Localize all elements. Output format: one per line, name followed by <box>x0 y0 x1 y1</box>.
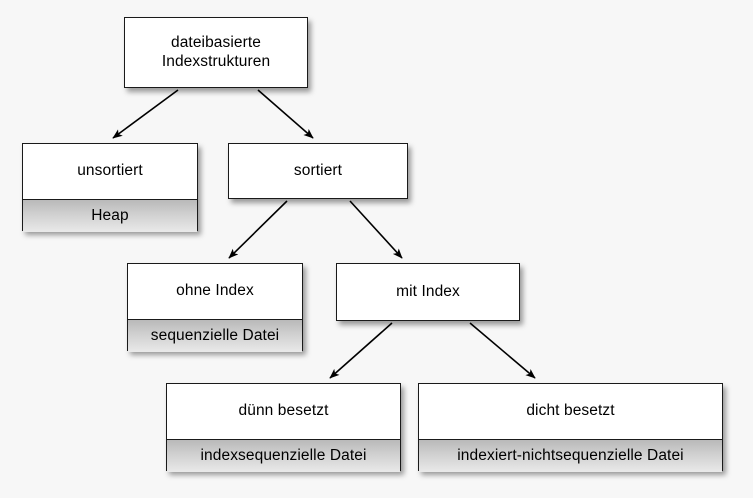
node-title: dicht besetzt <box>419 384 722 439</box>
node-title: sortiert <box>229 144 407 198</box>
node-duenn-besetzt[interactable]: dünn besetzt indexsequenzielle Datei <box>166 383 401 472</box>
node-title: ohne Index <box>128 264 302 319</box>
edge-mit-index-to-dicht <box>469 322 536 379</box>
edge-root-to-sortiert <box>257 89 314 139</box>
node-sortiert[interactable]: sortiert <box>228 143 408 199</box>
node-mit-index[interactable]: mit Index <box>336 263 520 321</box>
node-subtitle: indexiert-nichtsequenzielle Datei <box>419 439 722 472</box>
edge-sortiert-to-ohne-index <box>228 200 288 259</box>
node-title: dateibasierte Indexstrukturen <box>125 18 307 87</box>
edge-mit-index-to-duenn <box>329 322 393 379</box>
node-subtitle: indexsequenzielle Datei <box>167 439 400 472</box>
edge-root-to-unsortiert <box>112 89 179 139</box>
node-dateibasierte-indexstrukturen[interactable]: dateibasierte Indexstrukturen <box>124 17 308 88</box>
node-title-line1: dateibasierte <box>170 33 262 51</box>
node-title: dünn besetzt <box>167 384 400 439</box>
node-ohne-index[interactable]: ohne Index sequenzielle Datei <box>127 263 303 352</box>
node-title: unsortiert <box>23 144 197 199</box>
node-dicht-besetzt[interactable]: dicht besetzt indexiert-nichtsequenziell… <box>418 383 723 472</box>
node-title: mit Index <box>337 264 519 320</box>
node-subtitle: Heap <box>23 199 197 232</box>
node-title-line2: Indexstrukturen <box>161 52 271 70</box>
node-subtitle: sequenzielle Datei <box>128 319 302 352</box>
edge-sortiert-to-mit-index <box>349 200 403 259</box>
node-unsortiert[interactable]: unsortiert Heap <box>22 143 198 232</box>
